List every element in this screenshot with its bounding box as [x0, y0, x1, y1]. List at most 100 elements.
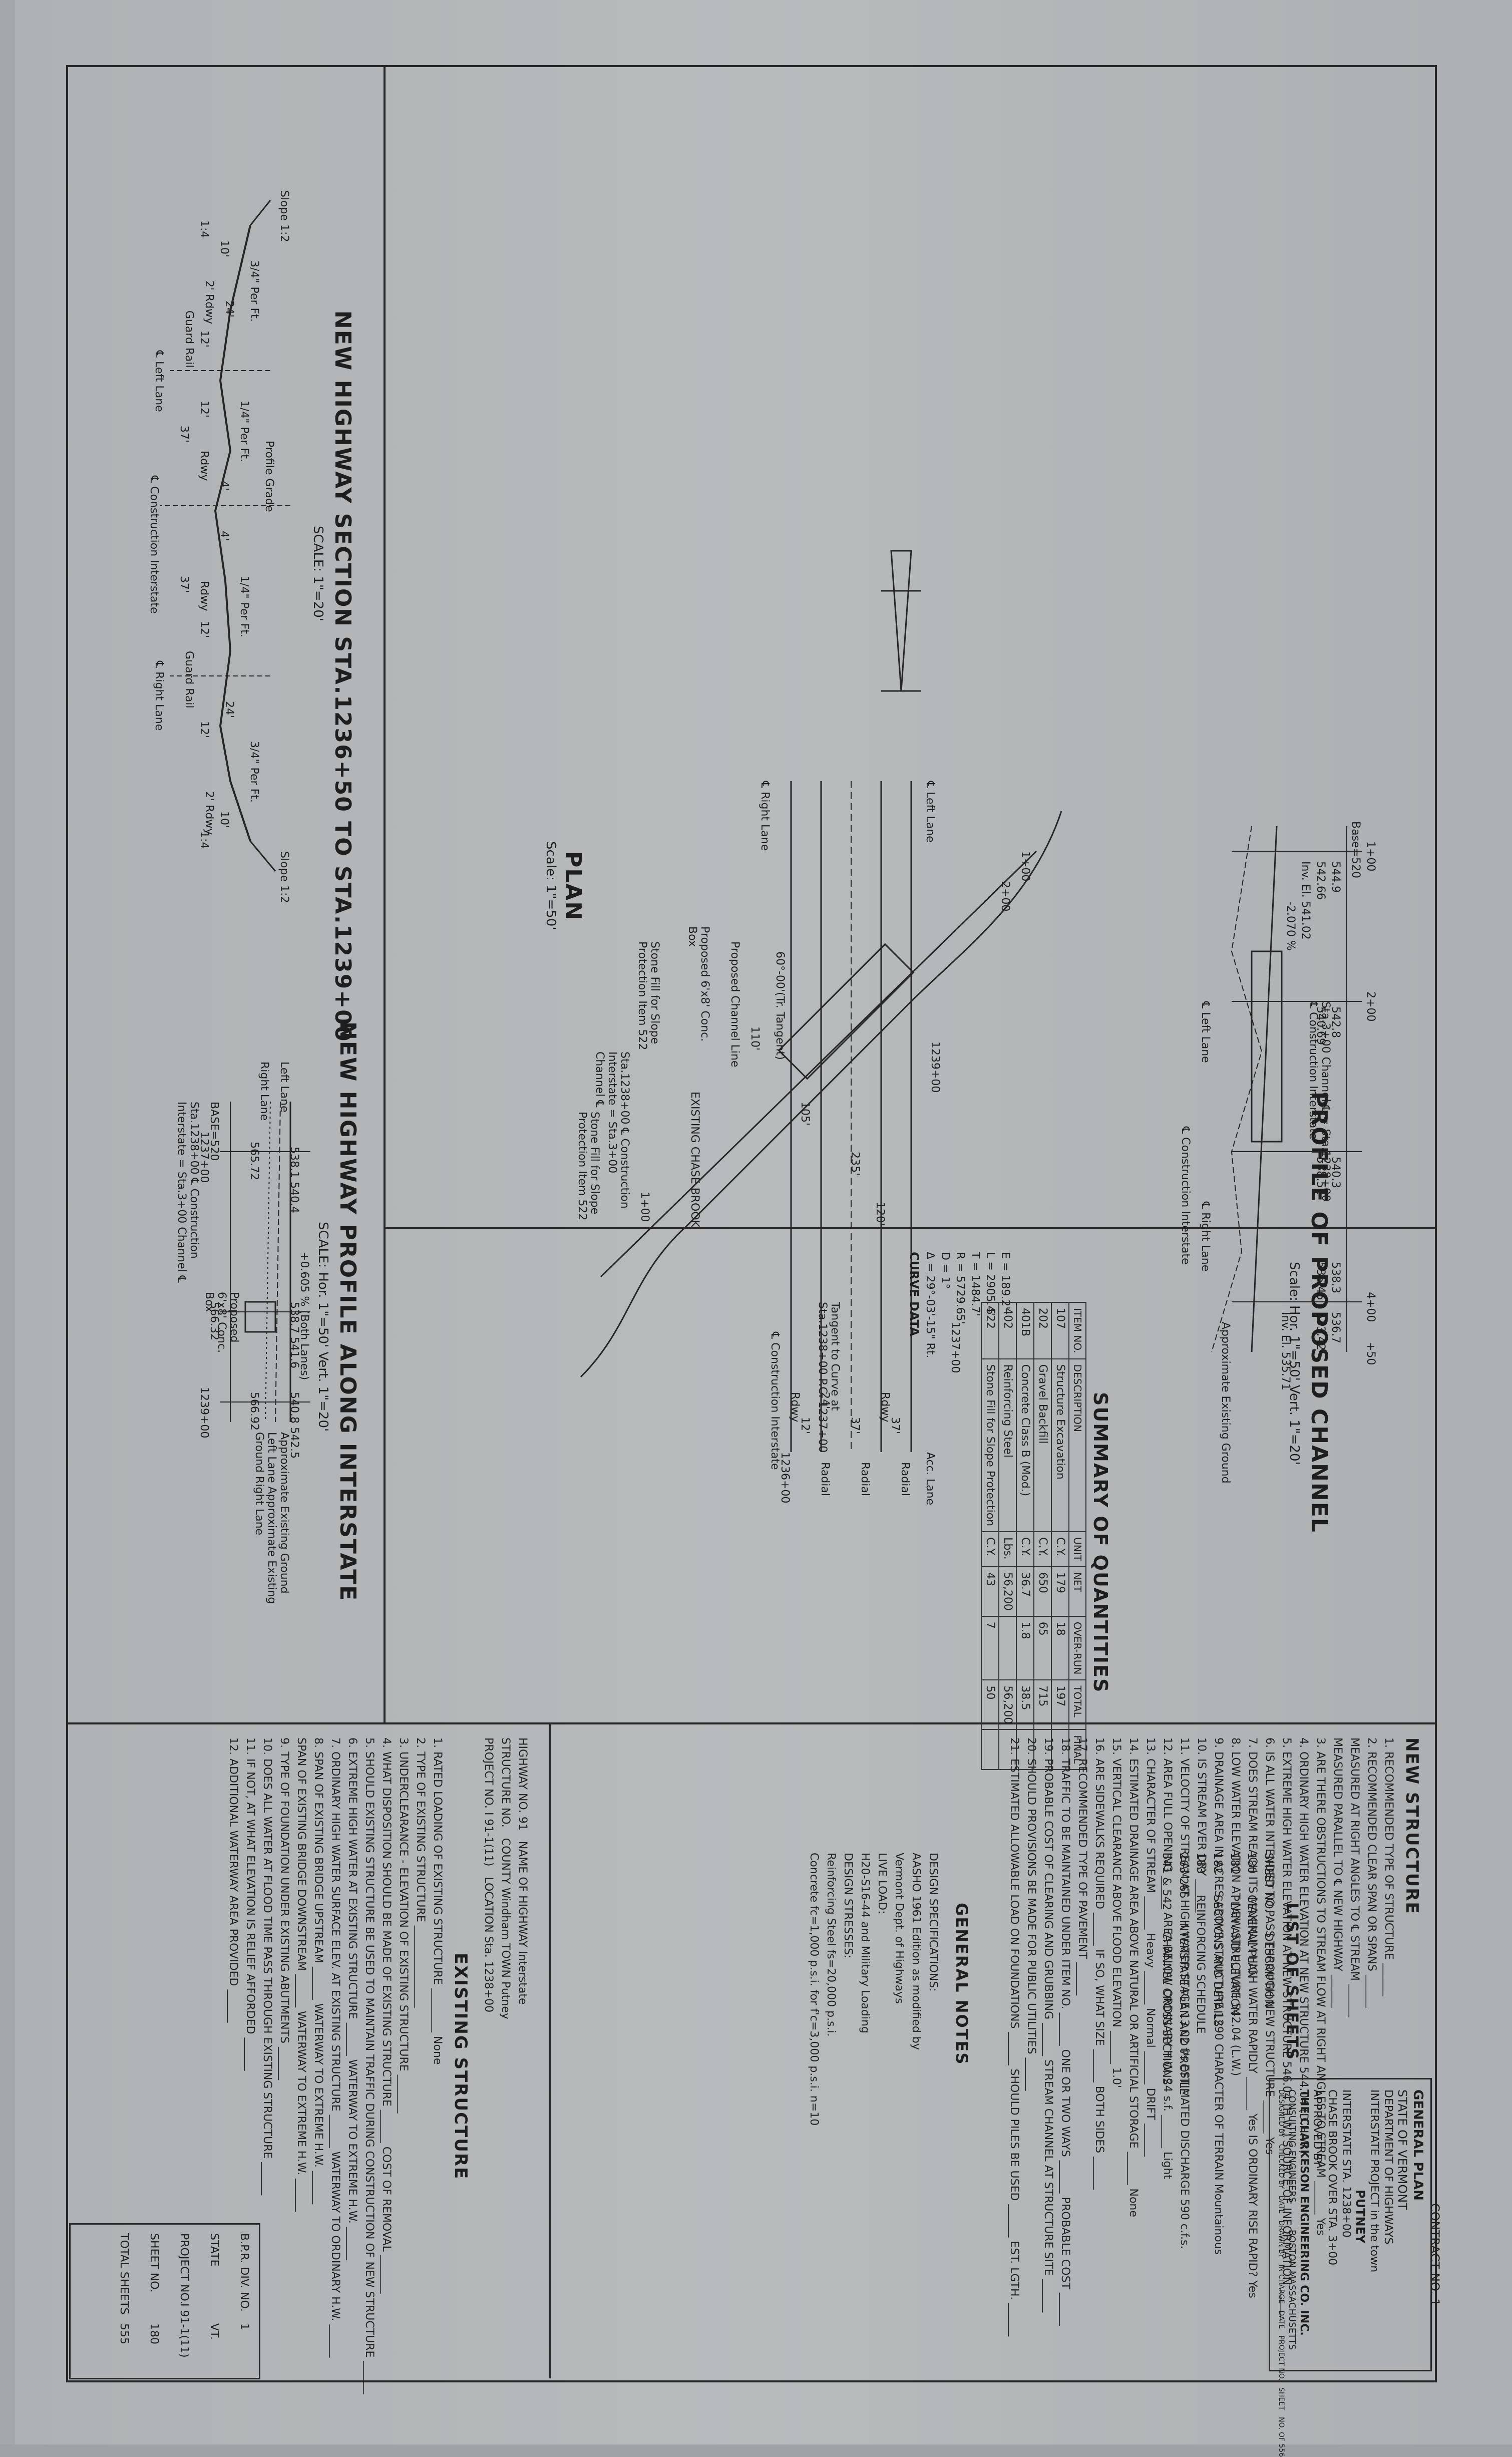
tb-r5: DATE	[1277, 2310, 1285, 2329]
note-line: Reinforcing Steel fs=20,000 p.s.i.	[825, 1853, 837, 2037]
profile-ground-right	[265, 1101, 271, 1423]
note-line: H20-S16-44 and Military Loading	[859, 1853, 871, 2034]
notes-title: GENERAL NOTES	[952, 1903, 971, 2065]
titleblock-row-1: DESIGNED BY CHECKED BY DATE DRAWN BY IN …	[1277, 2089, 1285, 2457]
existing-line: 9. TYPE OF FOUNDATION UNDER EXISTING ABU…	[278, 1737, 290, 2080]
channel-right-lane: ℄ Right Lane	[1199, 1202, 1212, 1272]
plan-existing-brook	[580, 811, 1062, 1378]
list-item: 180 GENERAL PLAN	[1243, 1853, 1260, 2213]
new-line: 13. CHARACTER OF STREAM ______ Heavy ___…	[1144, 1737, 1157, 2157]
titleblock-firm: THE CLARKESON ENGINEERING CO. INC.	[1298, 2089, 1310, 2336]
list-item: 183 REINFORCING SCHEDULE	[1192, 1853, 1209, 2213]
titleblock-city: BOSTON MASSACHUSETTS	[1287, 2230, 1297, 2350]
new-line: 18. TRAFFIC TO BE MAINTAINED UNDER ITEM …	[1059, 1737, 1071, 2326]
tb-r3: DRAWN BY	[1277, 2220, 1285, 2258]
tb-r7: SHEET	[1277, 2387, 1285, 2410]
note-line: LIVE LOAD:	[876, 1853, 888, 1914]
channel-elev-6: 538.52	[1314, 1157, 1327, 1195]
channel-elev-1: 544.9	[1329, 861, 1342, 893]
existing-line: 1. RATED LOADING OF EXISTING STRUCTURE _…	[431, 1737, 444, 2065]
channel-existing-ground-label: Approximate Existing Ground	[1219, 1322, 1232, 1484]
sheets-title: LIST OF SHEETS	[1283, 1903, 1302, 2060]
channel-elev-5: 540.3	[1329, 1157, 1342, 1188]
titleblock-line-6: CHASE BROOK OVER STA. 3+00	[1326, 2089, 1338, 2266]
channel-base: Base=520	[1349, 821, 1362, 878]
sheet-desc: PLAN AND ELEVATION	[1228, 1894, 1241, 2015]
titleblock-firm-sub: CONSULTING ENGINEERS	[1287, 2089, 1297, 2203]
list-item: 263-265 INTERSTATE PLAN AND PROFILE	[1175, 1853, 1192, 2213]
existing-line: 5. SHOULD EXISTING STRUCTURE BE USED TO …	[363, 1737, 375, 2394]
new-line: 20. SHOULD PROVISIONS BE MADE FOR PUBLIC…	[1025, 1737, 1037, 2091]
existing-h1: 91	[516, 1816, 529, 1831]
existing-h0: HIGHWAY NO.	[516, 1737, 529, 1813]
channel-left-lane: ℄ Left Lane	[1199, 1001, 1212, 1063]
tb-r8: NO. OF 556	[1277, 2417, 1285, 2457]
sheet-desc: SECTIONS AND DETAILS	[1211, 1894, 1224, 2027]
tb-r6: PROJECT NO.	[1277, 2335, 1285, 2381]
channel-construction: ℄ Construction Interstate	[1179, 1127, 1192, 1265]
new-line: 15. VERTICAL CLEARANCE ABOVE FLOOD ELEVA…	[1110, 1737, 1122, 2088]
existing-header-line-2: STRUCTURE NO. COUNTY Windham TOWN Putney	[497, 1737, 514, 2213]
channel-elev-2: 542.66	[1314, 861, 1327, 900]
note-line: AASHO 1961 Edition as modified by	[910, 1853, 922, 2050]
sheet-desc: CHANNEL CROSS SECTIONS	[1160, 1931, 1173, 2085]
titleblock: GENERAL PLAN STATE OF VERMONT DEPARTMENT…	[1269, 2078, 1432, 2457]
plan-channel-line	[600, 850, 1037, 1278]
sheets-header-desc: DESCRIPTION	[1262, 1933, 1275, 2008]
corner-header-state: STATE	[208, 2233, 220, 2267]
existing-h4: STRUCTURE NO.	[499, 1737, 512, 1828]
existing-line: 8. SPAN OF EXISTING BRIDGE UPSTREAM ____…	[312, 1737, 324, 2204]
existing-line: 11. IF NOT, AT WHAT ELEVATION IS RELIEF …	[244, 1737, 256, 2071]
channel-station-label-4: +50	[1364, 1342, 1377, 1365]
channel-elev-8: 536.45	[1314, 1262, 1327, 1300]
sheet-no: 181	[1228, 1853, 1241, 1874]
existing-list: 1. RATED LOADING OF EXISTING STRUCTURE _…	[224, 1737, 446, 2394]
tb-r1: CHECKED BY	[1277, 2144, 1285, 2189]
existing-h9: PROJECT NO.	[482, 1737, 495, 1809]
corner-value-total: 555	[118, 2323, 130, 2344]
section-slope-left	[249, 200, 271, 226]
corner-header-total: TOTAL SHEETS	[118, 2233, 130, 2315]
titleblock-line-3: INTERSTATE PROJECT in the town	[1368, 2089, 1380, 2273]
channel-elev-7: 538.3	[1329, 1262, 1342, 1293]
channel-station-label-3: 4+00	[1364, 1292, 1377, 1322]
channel-elev-10: 533.42	[1314, 1312, 1327, 1350]
new-line: 16. ARE SIDEWALKS REQUIRED ______ IF SO,…	[1093, 1737, 1105, 2190]
existing-h8: Putney	[499, 1981, 512, 2019]
existing-line: 10. DOES ALL WATER AT FLOOD TIME PASS TH…	[261, 1737, 273, 2196]
sheet-no: 182	[1211, 1853, 1224, 1874]
tb-r2: DATE	[1277, 2195, 1285, 2214]
existing-h3: Interstate	[516, 1951, 529, 2005]
channel-box-culvert	[1251, 950, 1283, 1143]
titleblock-line-0: GENERAL PLAN	[1410, 2089, 1425, 2201]
corner-header-sheet: SHEET NO.	[148, 2233, 160, 2293]
channel-inv-1: Inv. El. 541.02	[1299, 861, 1312, 940]
corner-value-sheet: 180	[148, 2323, 160, 2344]
existing-header: HIGHWAY NO. 91 NAME OF HIGHWAY Interstat…	[480, 1737, 531, 2213]
new-structure-title: NEW STRUCTURE	[1402, 1737, 1422, 1915]
section-slope-right	[249, 841, 276, 872]
existing-h2: NAME OF HIGHWAY	[516, 1841, 529, 1948]
corner-header-project: PROJECT NO.	[178, 2233, 190, 2304]
note-line: Vermont Dept. of Highways	[893, 1853, 905, 2004]
channel-grade: -2.070 %	[1284, 901, 1297, 951]
corner-value-project: I 91-1(11)	[178, 2303, 190, 2358]
existing-title: EXISTING STRUCTURE	[451, 1953, 471, 2180]
plan-box-culvert	[778, 943, 915, 1080]
note-line: DESIGN STRESSES:	[842, 1853, 854, 1959]
sheet-desc: REINFORCING SCHEDULE	[1194, 1894, 1207, 2034]
notes-list: DESIGN SPECIFICATIONS: AASHO 1961 Editio…	[805, 1853, 941, 2213]
list-item: 182 SECTIONS AND DETAILS	[1209, 1853, 1226, 2213]
channel-station-label-1: 1+00	[1364, 841, 1377, 872]
channel-existing-ground	[1211, 826, 1263, 1352]
existing-line: 4. WHAT DISPOSITION SHOULD BE MADE OF EX…	[380, 1737, 393, 2294]
new-line: 19. PROBABLE COST OF CLEARING AND GRUBBI…	[1042, 1737, 1054, 2313]
existing-line: 7. ORDINARY HIGH WATER SURFACE ELEV. AT …	[329, 1737, 341, 2358]
sheet-no: 541 & 542	[1160, 1853, 1173, 1911]
